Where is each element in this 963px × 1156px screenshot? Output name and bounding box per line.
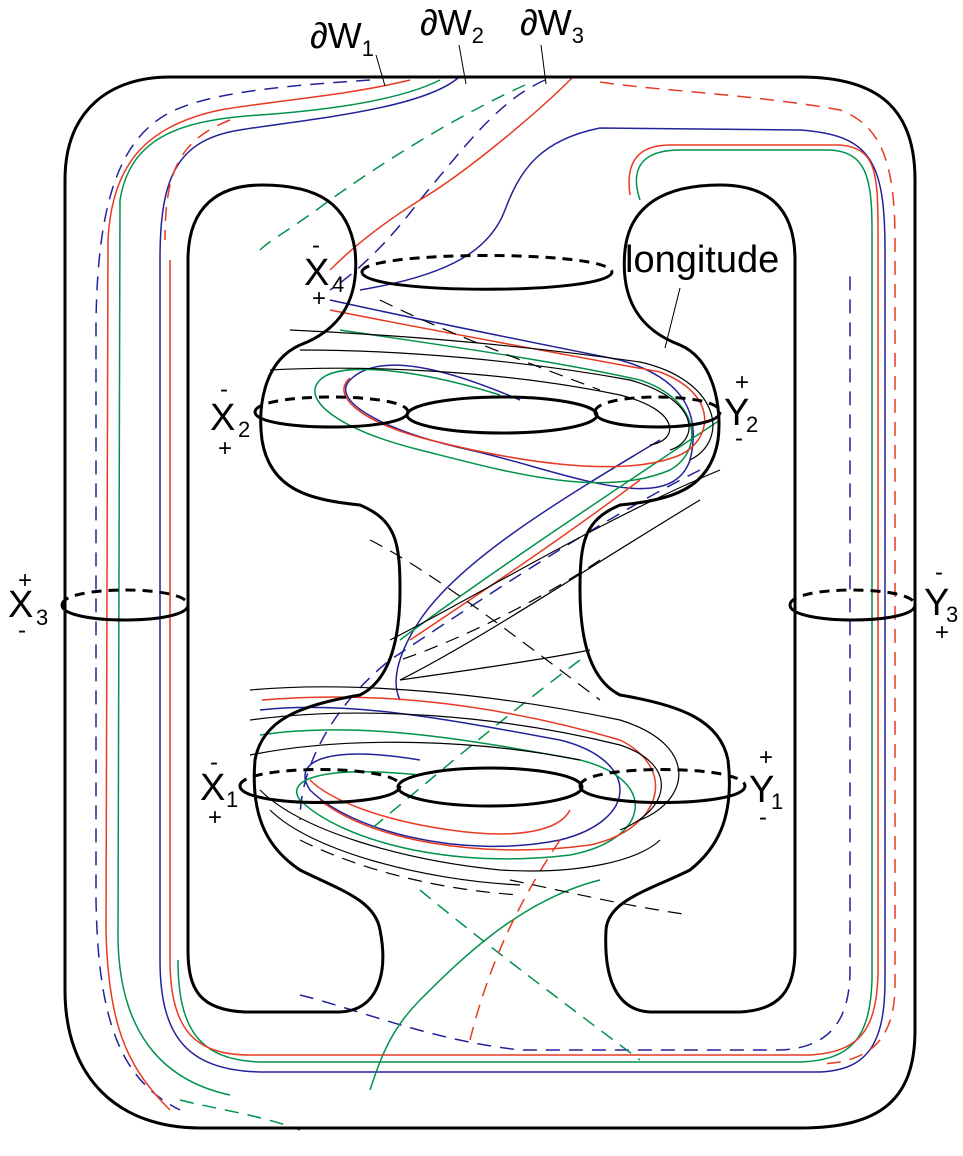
svg-text:+: + [208,804,222,831]
svg-text:-: - [210,749,218,776]
outer-boundary [63,75,917,1130]
label-y2: + Y 2 - [724,369,758,452]
svg-text:X: X [210,397,235,439]
boundary-w1-curves [95,77,886,1111]
svg-text:2: 2 [746,412,758,437]
svg-text:3: 3 [36,605,48,630]
label-y1: + Y 1 - [749,744,783,831]
label-y3: - Y 3 + [924,559,958,646]
svg-text:X: X [8,584,33,626]
label-x1: - X 1 + [200,749,238,831]
svg-text:2: 2 [238,417,250,442]
inner-boundary-right [578,183,797,1014]
svg-text:-: - [220,376,228,403]
svg-text:X: X [200,767,225,809]
svg-text:+: + [312,285,326,312]
svg-text:1: 1 [226,787,238,812]
longitude-label: longitude [625,239,779,281]
surface-curves [249,299,721,916]
svg-text:+: + [935,619,949,646]
label-dw1: ∂W1 [310,15,374,61]
label-x3: + X 3 - [8,567,48,644]
boundary-w3-curves [105,77,896,1111]
svg-text:-: - [735,425,743,452]
svg-text:+: + [759,744,773,771]
label-dw3: ∂W3 [520,2,584,48]
svg-text:Y: Y [924,582,949,624]
svg-text:-: - [312,232,320,259]
surface-outline [60,75,917,1130]
label-x4: - X 4 + [304,232,344,312]
boundary-w2-curves [117,79,873,1131]
label-dw2: ∂W2 [420,2,484,48]
svg-text:-: - [759,804,767,831]
boundary-labels: ∂W1 ∂W2 ∂W3 [310,2,584,87]
svg-text:+: + [218,435,232,462]
svg-text:X: X [304,252,329,294]
svg-text:Y: Y [724,392,749,434]
svg-text:4: 4 [332,272,344,297]
svg-text:Y: Y [749,769,774,811]
svg-text:-: - [18,617,26,644]
svg-text:3: 3 [946,602,958,627]
svg-text:+: + [18,567,32,594]
svg-text:1: 1 [771,789,783,814]
svg-text:-: - [935,559,943,586]
inner-boundary [186,183,402,1014]
label-x2: - X 2 + [210,376,250,462]
svg-text:+: + [735,369,749,396]
longitude-pointer [664,287,681,349]
handle-labels: - X 4 + - X 2 + + Y 2 - + X 3 - - Y 3 + [8,232,958,831]
